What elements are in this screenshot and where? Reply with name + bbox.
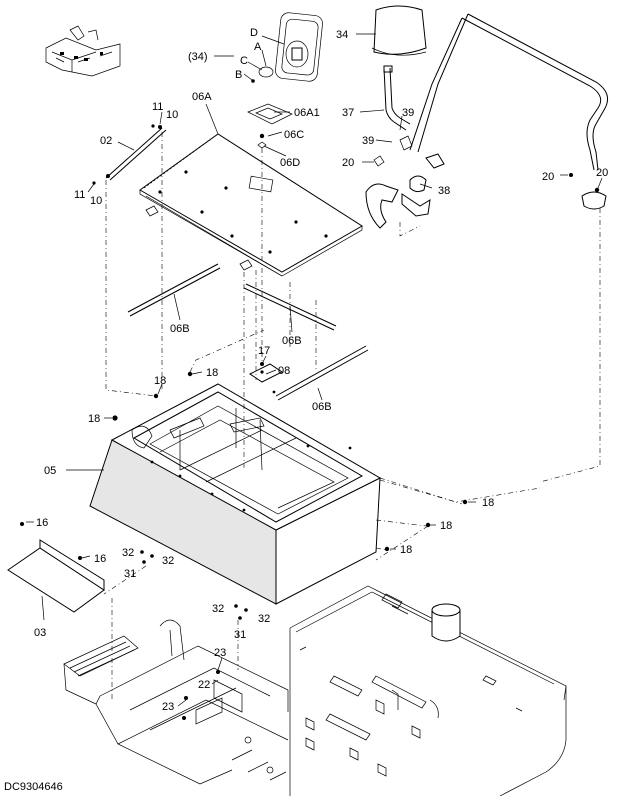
callout-label: 02 xyxy=(100,135,112,147)
alignment-lines xyxy=(103,132,601,700)
callout-label: 38 xyxy=(438,185,450,197)
mirror-34 xyxy=(371,5,427,56)
callout-label: D xyxy=(250,27,258,39)
callout-label: 18 xyxy=(482,497,494,509)
callout-label: 31 xyxy=(234,629,246,641)
callout-label: 18 xyxy=(88,413,100,425)
callout-label: 32 xyxy=(258,613,270,625)
callout-label: 32 xyxy=(162,555,174,567)
orientation-icon xyxy=(45,25,121,77)
callout-label: C xyxy=(240,55,248,67)
callout-label: 08 xyxy=(278,365,290,377)
callout-label: 18 xyxy=(440,520,452,532)
callout-label: 39 xyxy=(362,135,374,147)
callout-label: 31 xyxy=(124,568,136,580)
callout-label: 16 xyxy=(36,517,48,529)
callout-label: 06D xyxy=(280,157,300,169)
callout-label: A xyxy=(254,41,262,53)
lower-frame xyxy=(63,619,289,785)
cover-06A xyxy=(139,133,363,277)
callout-label: B xyxy=(235,69,242,81)
callout-label: 20 xyxy=(342,157,354,169)
callout-label: 06A1 xyxy=(294,107,320,119)
callout-label: 06A xyxy=(192,91,212,103)
callout-label: 18 xyxy=(154,375,166,387)
mirror-stay-and-rail xyxy=(365,13,609,229)
bolts-18 xyxy=(112,371,468,552)
callout-label: 06B xyxy=(312,401,332,413)
callout-label: 23 xyxy=(214,647,226,659)
bracket-08 xyxy=(249,362,283,383)
callout-label: 37 xyxy=(342,107,354,119)
callout-label: 34 xyxy=(336,29,348,41)
callout-label: 23 xyxy=(162,701,174,713)
callout-label: 32 xyxy=(122,547,134,559)
callout-label: 20 xyxy=(596,167,608,179)
callout-label: 11 xyxy=(74,189,85,201)
drawing-code: DC9304646 xyxy=(4,781,63,793)
callout-label: 05 xyxy=(44,465,56,477)
callout-label: 18 xyxy=(400,544,412,556)
callout-labels: D A C B (34) 34 06A 11 10 02 06A1 06C 06… xyxy=(34,27,608,713)
callout-label: 20 xyxy=(542,171,554,183)
plate-03 xyxy=(7,522,105,613)
callout-label: 06B xyxy=(170,323,190,335)
callout-label: 32 xyxy=(212,603,224,615)
gas-spring-02 xyxy=(92,124,167,185)
callout-label: (34) xyxy=(188,51,208,63)
callout-label: 06C xyxy=(284,129,304,141)
callout-label: 10 xyxy=(90,195,102,207)
leader-lines xyxy=(26,33,603,707)
callout-label: 39 xyxy=(402,107,414,119)
callout-label: 11 xyxy=(152,101,163,113)
handle-assembly xyxy=(247,12,323,149)
callout-label: 06B xyxy=(282,335,302,347)
callout-label: 17 xyxy=(258,345,270,357)
washers-31-32 xyxy=(140,550,248,620)
seal-strips-06B xyxy=(127,263,369,401)
callout-label: 10 xyxy=(166,109,178,121)
callout-label: 16 xyxy=(94,553,106,565)
hydraulic-tank xyxy=(289,585,567,796)
callout-label: 03 xyxy=(34,627,46,639)
callout-label: 18 xyxy=(206,367,218,379)
battery-box-05 xyxy=(89,383,382,605)
callout-label: 22 xyxy=(198,679,210,691)
